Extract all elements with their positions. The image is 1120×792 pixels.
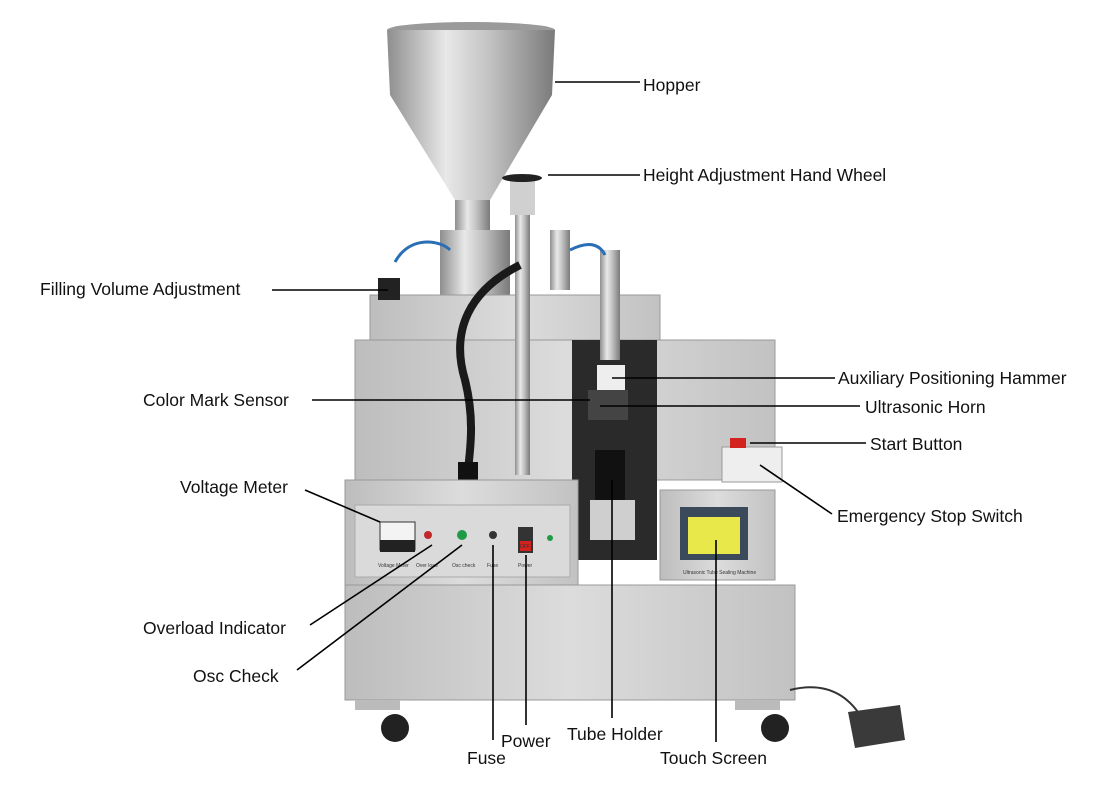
base-cabinet <box>344 584 796 701</box>
label-filling-volume: Filling Volume Adjustment <box>40 279 241 299</box>
panel-over-load: Over load <box>416 563 438 569</box>
label-aux-hammer: Auxiliary Positioning Hammer <box>838 368 1067 388</box>
panel-osc-check: Osc check <box>452 563 476 569</box>
label-start-button: Start Button <box>870 434 963 454</box>
main-body <box>354 339 776 481</box>
label-tube-holder: Tube Holder <box>567 724 663 744</box>
label-power: Power <box>501 731 551 751</box>
start-button[interactable] <box>730 438 746 448</box>
label-emergency-stop: Emergency Stop Switch <box>837 506 1023 526</box>
panel-machine-name: Ultrasonic Tube Sealing Machine <box>683 570 756 576</box>
caster-wheel <box>761 714 789 742</box>
label-touch-screen: Touch Screen <box>660 748 768 768</box>
height-adjustment-hand-wheel <box>502 174 542 182</box>
column <box>515 195 530 475</box>
label-hopper: Hopper <box>643 75 701 95</box>
label-overload: Overload Indicator <box>143 618 286 638</box>
label-osc-check: Osc Check <box>193 666 279 686</box>
foot-pedal[interactable] <box>848 705 905 748</box>
ultrasonic-horn <box>588 390 628 420</box>
label-fuse: Fuse <box>467 748 506 768</box>
osc-check-button[interactable] <box>457 530 467 540</box>
filling-volume-knob <box>378 278 400 300</box>
leader-lines <box>272 81 866 742</box>
estop-box <box>721 446 783 483</box>
panel-on: ON <box>520 530 528 536</box>
caster-wheel <box>381 714 409 742</box>
label-ultrasonic-horn: Ultrasonic Horn <box>865 397 986 417</box>
label-height-wheel: Height Adjustment Hand Wheel <box>643 165 887 185</box>
label-color-sensor: Color Mark Sensor <box>143 390 289 410</box>
panel-off: OFF <box>520 544 530 550</box>
panel-voltage-meter: Voltage Meter <box>378 563 409 569</box>
fuse <box>489 531 497 539</box>
overload-indicator <box>424 531 432 539</box>
label-voltage-meter: Voltage Meter <box>180 477 288 497</box>
hopper <box>387 22 555 295</box>
